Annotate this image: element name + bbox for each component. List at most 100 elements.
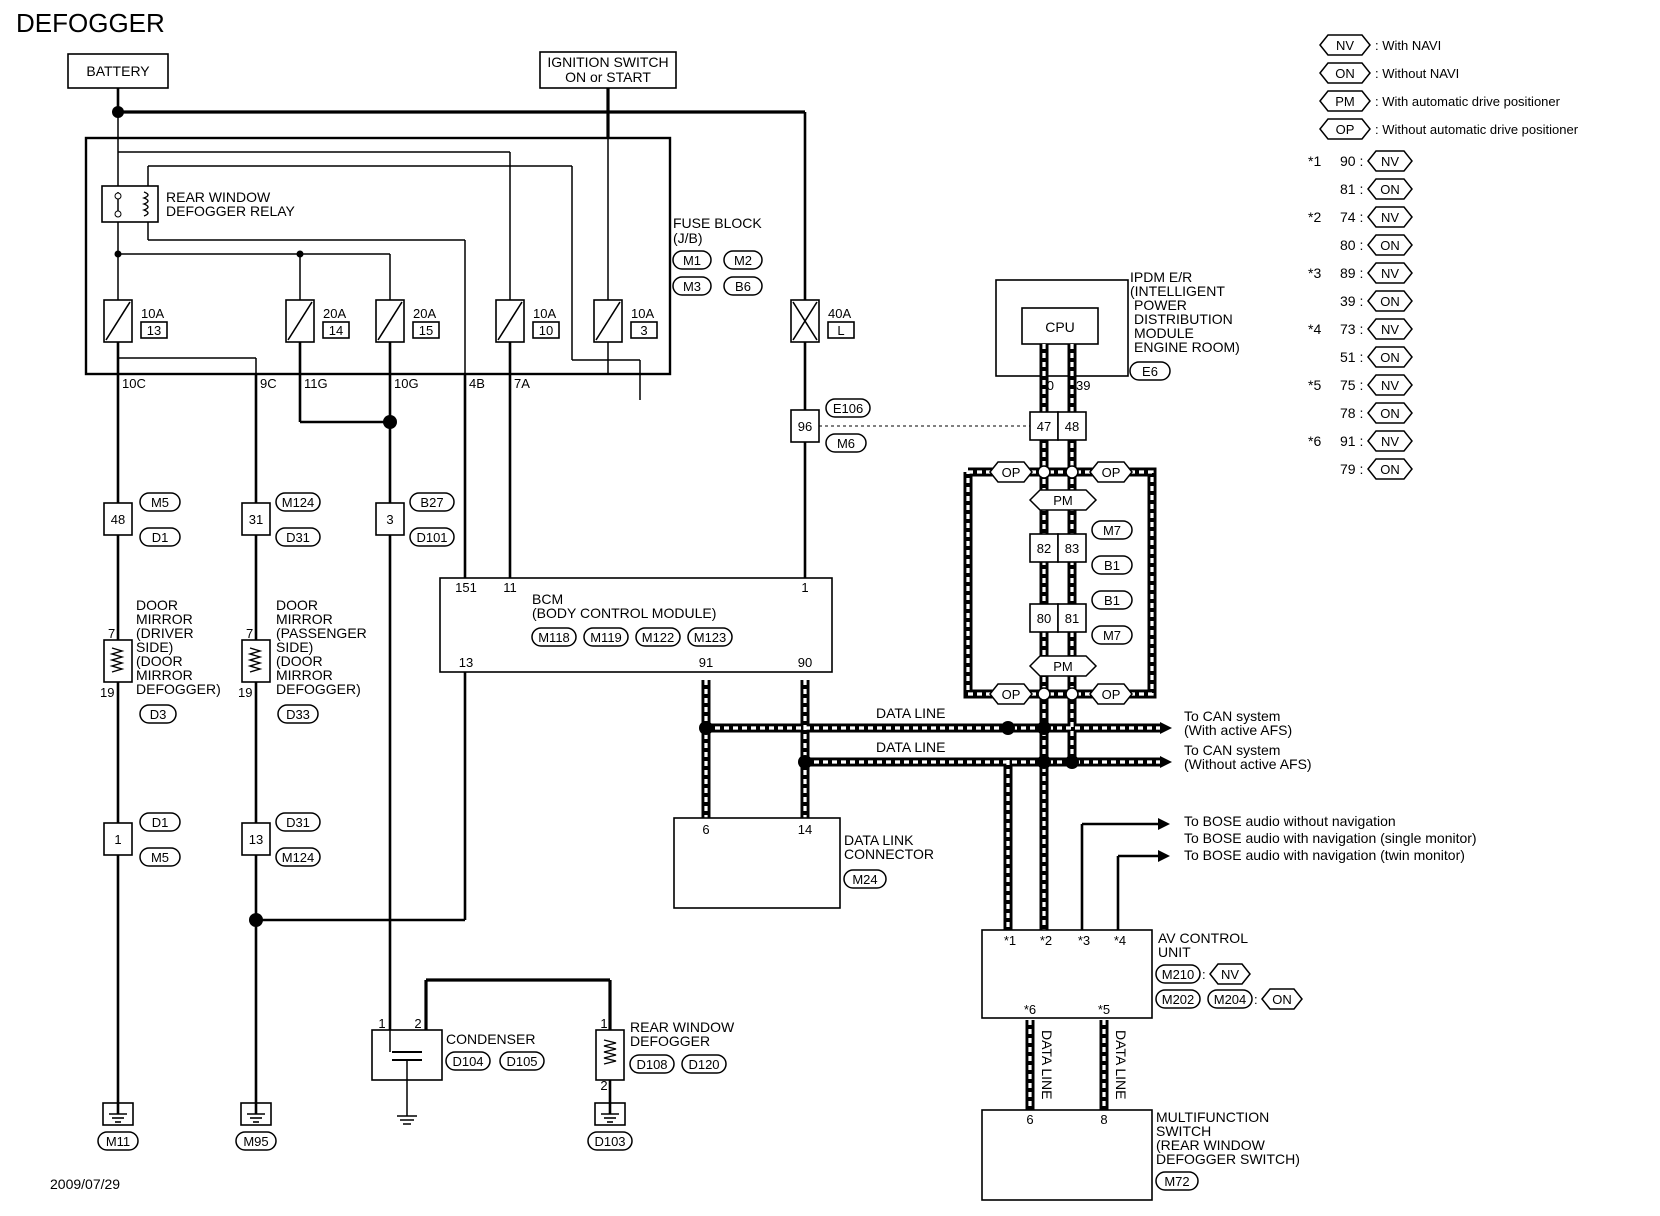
legend-text: : With NAVI: [1375, 38, 1441, 53]
connector-tag: [275, 847, 321, 867]
connector-tag: [723, 276, 763, 296]
star-code: NV: [1381, 210, 1399, 225]
connector-tag: [1091, 590, 1133, 610]
svg-text:M118: M118: [538, 630, 570, 645]
connector-box: [375, 502, 405, 536]
connector-tag: [277, 704, 319, 724]
connector-tag: [672, 250, 712, 270]
svg-text:L: L: [837, 323, 844, 338]
ground-icon: [101, 1100, 135, 1127]
connector-id: D108: [636, 1057, 667, 1072]
ignition-label-1: IGNITION SWITCH: [547, 54, 668, 70]
svg-text:3: 3: [640, 323, 647, 338]
connector-id: M202: [1162, 992, 1195, 1007]
ipdm-label: DISTRIBUTION: [1134, 311, 1233, 327]
mirror-label: DOOR: [276, 597, 318, 613]
legend-code: OP: [1336, 122, 1355, 137]
svg-text:10A: 10A: [533, 306, 556, 321]
legend: NV : With NAVI ON : Without NAVI PM : Wi…: [1319, 34, 1579, 140]
connector-tag: [1207, 989, 1253, 1009]
fuse-10a-3: 10A 3: [593, 299, 658, 343]
star-pin: 81 :: [1340, 181, 1363, 197]
terminal-label: 11G: [304, 376, 328, 391]
connector-tag: [499, 1051, 545, 1071]
terminal-label: 10C: [122, 376, 146, 391]
connector-tag: [275, 812, 321, 832]
connector-id: D33: [286, 707, 310, 722]
star-code: NV: [1381, 154, 1399, 169]
connector-id: B27: [420, 495, 443, 510]
pin-number: 2: [414, 1016, 421, 1031]
battery-label: BATTERY: [86, 63, 150, 79]
ipdm-label: MODULE: [1134, 325, 1194, 341]
can-label: (With active AFS): [1184, 722, 1292, 738]
main-wires: [116, 342, 807, 1100]
star-badge: [1367, 234, 1413, 256]
ipdm-label: (INTELLIGENT: [1130, 283, 1225, 299]
mfs-label: MULTIFUNCTION: [1156, 1109, 1269, 1125]
ipdm-label: ENGINE ROOM): [1134, 339, 1240, 355]
fuse-block-label-1: FUSE BLOCK: [673, 215, 762, 231]
connector-id: M2: [734, 253, 752, 268]
pin-number: 2: [600, 1078, 607, 1093]
legend-code: NV: [1336, 38, 1354, 53]
ignition-switch-box: [539, 51, 677, 89]
connector-tag: [139, 704, 177, 724]
connector-tag: [681, 1054, 727, 1074]
connector-id: M3: [683, 279, 701, 294]
legend-badge: [1319, 90, 1371, 112]
star-label: *6: [1308, 433, 1321, 449]
separator: :: [1254, 992, 1258, 1007]
switch-contact: [1065, 465, 1079, 479]
star-code: ON: [1380, 294, 1400, 309]
star-pin: 90 :: [1340, 153, 1363, 169]
ground-id: M11: [106, 1134, 130, 1149]
connector-id: M7: [1103, 628, 1121, 643]
mfs-pin: 8: [1100, 1112, 1107, 1127]
connector-tag: [1091, 625, 1133, 645]
svg-text:40A: 40A: [828, 306, 851, 321]
connector-tag: [825, 433, 867, 453]
legend-text: : With automatic drive positioner: [1375, 94, 1561, 109]
pm-marker: PM: [1028, 489, 1098, 511]
op-marker: OP: [989, 461, 1033, 483]
splice-dot: [383, 415, 397, 429]
connector-box: [103, 502, 133, 536]
rear-defogger-label: DEFOGGER: [630, 1033, 710, 1049]
dlc-pin: 14: [798, 822, 812, 837]
connector-id: M204: [1214, 992, 1247, 1007]
star-label: *4: [1308, 321, 1321, 337]
svg-text:OP: OP: [1002, 687, 1021, 702]
connector-tag: [445, 1051, 491, 1071]
svg-text:M122: M122: [642, 630, 675, 645]
connector-box: [241, 822, 271, 856]
switch-contact: [1037, 465, 1051, 479]
svg-text:10: 10: [539, 323, 553, 338]
connector-box: [1029, 603, 1059, 633]
connector-box: [1057, 603, 1087, 633]
svg-text:PM: PM: [1053, 493, 1073, 508]
connector-box: [241, 502, 271, 536]
pin-number: 48: [111, 512, 125, 527]
terminal-label: 4B: [469, 376, 485, 391]
connector-tag: [1091, 555, 1133, 575]
arrow-icon: [1160, 722, 1172, 734]
connector-id: D104: [452, 1054, 483, 1069]
av-label: AV CONTROL: [1158, 930, 1248, 946]
terminal-label: 9C: [260, 376, 277, 391]
connector-tag: [1091, 520, 1133, 540]
bcm-label-1: BCM: [532, 591, 563, 607]
mirror-label: DEFOGGER): [136, 681, 221, 697]
star-table: *1 90 : NV 81 : ON *2 74 : NV 80 : ON *3…: [1308, 150, 1413, 480]
connector-tag: [97, 1131, 139, 1151]
bcm-pin: 1: [801, 580, 808, 595]
connector-tag: [825, 398, 871, 418]
mirror-label: SIDE): [276, 639, 313, 655]
connector-tag: [275, 492, 321, 512]
condenser-label: CONDENSER: [446, 1031, 535, 1047]
star-label: *5: [1308, 377, 1321, 393]
dlc-label: CONNECTOR: [844, 846, 934, 862]
ground-id: M95: [243, 1134, 268, 1149]
splice-dot: [1065, 755, 1079, 769]
